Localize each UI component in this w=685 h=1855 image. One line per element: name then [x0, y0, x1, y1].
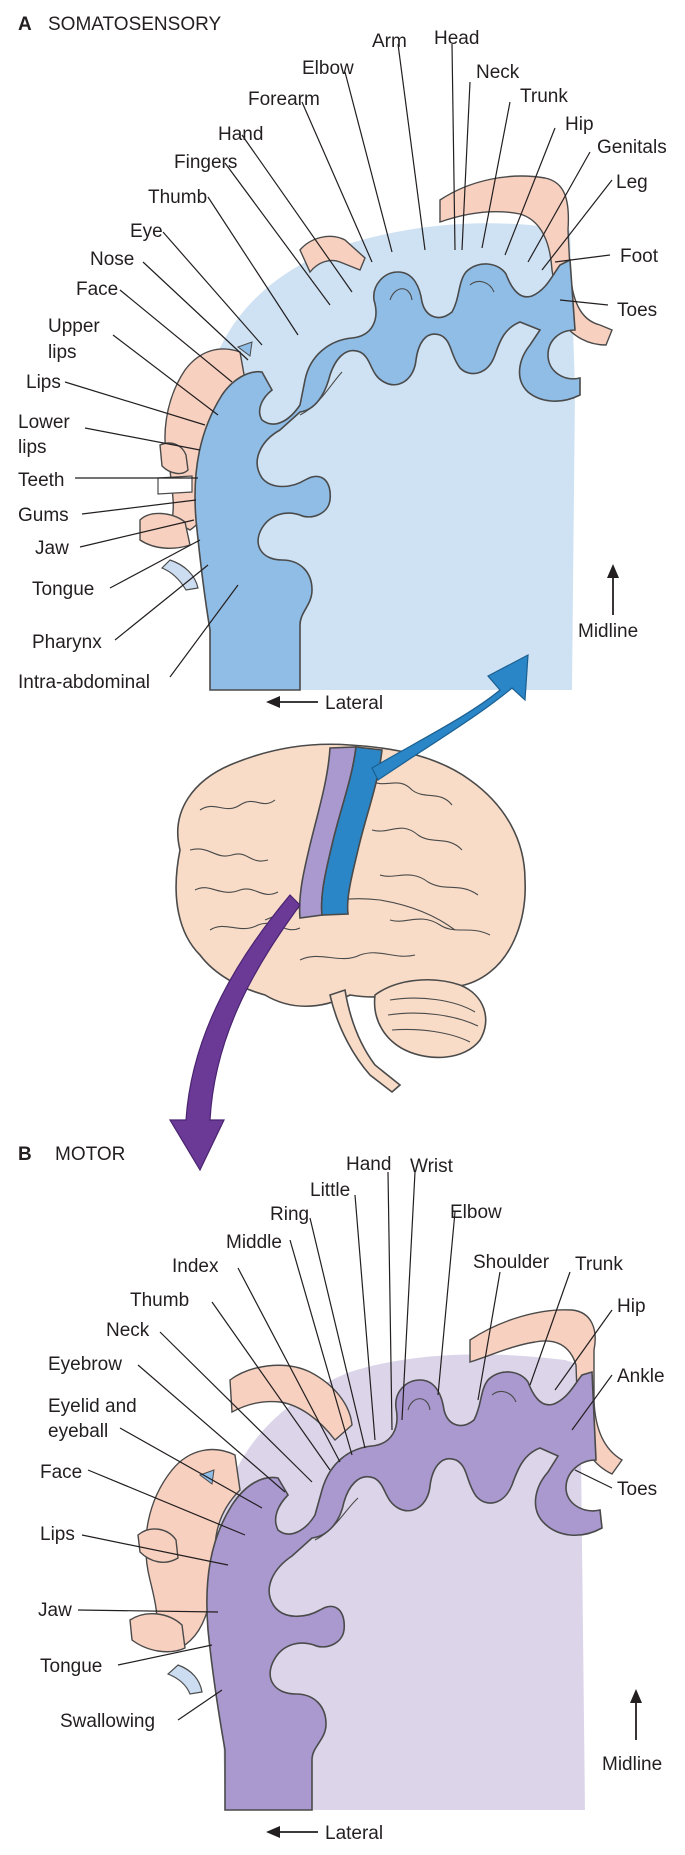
panel-b-motor: B MOTOR	[18, 1144, 665, 1844]
brain-cerebellum-folia	[387, 997, 479, 1043]
sensory-tongue	[160, 559, 199, 591]
panel-a-title: SOMATOSENSORY	[48, 14, 221, 35]
label-sensory-hand: Hand	[218, 124, 263, 145]
label-sensory-forearm: Forearm	[248, 89, 320, 110]
sensory-teeth	[157, 475, 193, 495]
label-motor-swallowing: Swallowing	[60, 1711, 155, 1732]
brain-sensory-strip	[320, 746, 383, 916]
label-sensory-upper-lips-1: Upper	[48, 316, 100, 337]
sensory-sulci	[299, 280, 495, 416]
label-motor-tongue: Tongue	[40, 1656, 102, 1677]
label-motor-jaw: Jaw	[38, 1600, 72, 1621]
label-motor-trunk: Trunk	[575, 1254, 623, 1275]
motor-sulci	[314, 1390, 517, 1541]
label-motor-eyebrow: Eyebrow	[48, 1354, 122, 1375]
label-sensory-pharynx: Pharynx	[32, 632, 102, 653]
label-sensory-arm: Arm	[372, 31, 407, 52]
label-sensory-midline: Midline	[578, 621, 638, 642]
label-motor-eyelid-2: eyeball	[48, 1421, 108, 1442]
label-motor-midline: Midline	[602, 1754, 662, 1775]
arrow-to-somatosensory	[371, 653, 529, 781]
panel-a-orientation: Midline Lateral	[266, 564, 638, 714]
label-motor-face: Face	[40, 1462, 82, 1483]
brain-stem	[329, 988, 402, 1094]
label-motor-hand: Hand	[346, 1154, 391, 1175]
brain-illustration	[168, 653, 529, 1172]
label-sensory-eye: Eye	[130, 221, 163, 242]
panel-b-leaders	[77, 1171, 613, 1721]
label-motor-lips: Lips	[40, 1524, 75, 1545]
label-motor-elbow: Elbow	[450, 1202, 502, 1223]
label-sensory-teeth: Teeth	[18, 470, 64, 491]
motor-lips	[137, 1528, 179, 1563]
label-sensory-neck: Neck	[476, 62, 520, 83]
panel-b-orientation: Midline Lateral	[266, 1689, 662, 1844]
label-sensory-lower-lips-2: lips	[18, 437, 47, 458]
label-motor-neck: Neck	[106, 1320, 150, 1341]
label-sensory-upper-lips-2: lips	[48, 342, 77, 363]
label-motor-middle: Middle	[226, 1232, 282, 1253]
sensory-eye	[236, 341, 253, 357]
panel-a-somatosensory: A SOMATOSENSORY	[18, 14, 667, 714]
label-motor-wrist: Wrist	[410, 1156, 454, 1177]
motor-cortex-strip	[206, 1370, 603, 1811]
panel-a-labels: Arm Head Elbow Neck Trunk Forearm Hip Ge…	[18, 28, 667, 693]
label-sensory-lateral: Lateral	[325, 693, 383, 714]
label-sensory-genitals: Genitals	[597, 137, 667, 158]
brain-gyri-pattern	[189, 779, 491, 961]
label-sensory-foot: Foot	[620, 246, 659, 267]
label-sensory-gums: Gums	[18, 505, 69, 526]
label-motor-ring: Ring	[270, 1204, 309, 1225]
arrow-to-motor	[168, 894, 301, 1172]
label-sensory-lower-lips-1: Lower	[18, 412, 70, 433]
label-motor-little: Little	[310, 1180, 350, 1201]
label-sensory-face: Face	[76, 279, 118, 300]
label-motor-thumb: Thumb	[130, 1290, 189, 1311]
label-motor-eyelid-1: Eyelid and	[48, 1396, 137, 1417]
label-sensory-toes: Toes	[617, 300, 657, 321]
label-sensory-jaw: Jaw	[35, 538, 69, 559]
label-sensory-fingers: Fingers	[174, 152, 237, 173]
label-sensory-leg: Leg	[616, 172, 648, 193]
label-motor-ankle: Ankle	[617, 1366, 665, 1387]
label-sensory-tongue: Tongue	[32, 579, 94, 600]
label-sensory-trunk: Trunk	[520, 86, 568, 107]
label-motor-toes: Toes	[617, 1479, 657, 1500]
label-motor-index: Index	[172, 1256, 219, 1277]
label-sensory-lips: Lips	[26, 372, 61, 393]
panel-a-leaders	[64, 43, 613, 678]
label-motor-hip: Hip	[617, 1296, 646, 1317]
label-sensory-thumb: Thumb	[148, 187, 207, 208]
panel-b-title: MOTOR	[55, 1144, 125, 1165]
motor-homunculus	[129, 1309, 624, 1695]
panel-b-letter: B	[18, 1144, 32, 1165]
motor-jaw	[129, 1613, 186, 1653]
sensory-lips	[159, 442, 189, 475]
label-sensory-elbow: Elbow	[302, 58, 354, 79]
label-sensory-hip: Hip	[565, 114, 594, 135]
sensory-cortex-strip	[194, 258, 581, 691]
motor-hand-fingers	[229, 1364, 353, 1442]
label-motor-shoulder: Shoulder	[473, 1252, 550, 1273]
label-motor-lateral: Lateral	[325, 1823, 383, 1844]
label-sensory-intra-abdominal: Intra-abdominal	[18, 672, 150, 693]
brain-cerebellum	[373, 979, 487, 1059]
label-sensory-nose: Nose	[90, 249, 134, 270]
motor-tongue	[166, 1664, 203, 1695]
panel-a-letter: A	[18, 14, 32, 35]
panel-b-labels: Hand Wrist Little Ring Elbow Middle Inde…	[38, 1154, 665, 1732]
label-sensory-head: Head	[434, 28, 479, 49]
